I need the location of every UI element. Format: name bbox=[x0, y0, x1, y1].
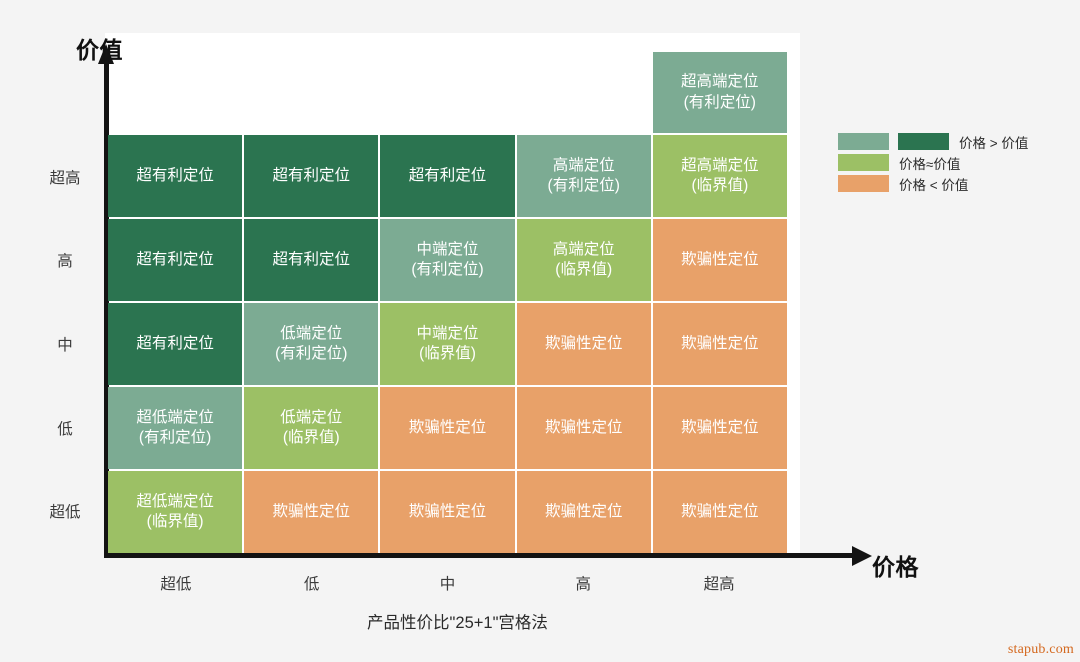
legend-label-0: 价格 > 价值 bbox=[959, 135, 1029, 151]
matrix-extra-cell[interactable]: 超高端定位 (有利定位) bbox=[652, 52, 787, 133]
cell-line-1: 欺骗性定位 bbox=[272, 502, 351, 520]
matrix-cell-r3-c3[interactable]: 欺骗性定位 bbox=[516, 387, 651, 469]
cell-line-1: 欺骗性定位 bbox=[681, 418, 759, 436]
matrix-cell-r0-c1[interactable]: 超有利定位 bbox=[244, 135, 379, 217]
matrix-cell-r2-c4[interactable]: 欺骗性定位 bbox=[652, 303, 787, 385]
cell-line-1: 超有利定位 bbox=[272, 250, 351, 268]
cell-line-1: 低端定位 bbox=[280, 324, 343, 342]
matrix-cell-r2-c1[interactable]: 低端定位 (有利定位) bbox=[244, 303, 379, 385]
matrix-cell-r3-c2[interactable]: 欺骗性定位 bbox=[380, 387, 515, 469]
price-tick-0: 超低 bbox=[160, 576, 192, 593]
matrix-cell-r4-c3[interactable]: 欺骗性定位 bbox=[516, 471, 651, 553]
cell-line-1: 欺骗性定位 bbox=[544, 418, 623, 436]
cell-line-1: 超高端定位 bbox=[680, 73, 759, 91]
cell-line-1: 超有利定位 bbox=[408, 166, 487, 184]
value-tick-3: 低 bbox=[57, 420, 73, 438]
matrix-cell-r1-c0[interactable]: 超有利定位 bbox=[108, 219, 243, 301]
cell-line-1: 低端定位 bbox=[280, 408, 343, 426]
value-tick-2: 中 bbox=[57, 337, 73, 354]
cell-line-2: (临界值) bbox=[282, 429, 340, 446]
legend-row-2: 价格 < 价值 bbox=[838, 174, 1068, 193]
value-tick-4: 超低 bbox=[49, 504, 81, 522]
value-axis-arrowhead bbox=[98, 44, 114, 64]
cell-line-2: (临界值) bbox=[691, 177, 749, 194]
matrix-cell-r2-c2[interactable]: 中端定位 (临界值) bbox=[380, 303, 515, 385]
matrix-cell-r0-c2[interactable]: 超有利定位 bbox=[380, 135, 515, 217]
cell-line-2: (有利定位) bbox=[547, 177, 620, 194]
watermark: stapub.com bbox=[1007, 642, 1074, 657]
cell-line-1: 超有利定位 bbox=[136, 250, 214, 268]
matrix-cell-r3-c1[interactable]: 低端定位 (临界值) bbox=[244, 387, 379, 469]
cell-line-1: 欺骗性定位 bbox=[681, 502, 759, 520]
price-axis-title: 价格 bbox=[872, 554, 919, 580]
cell-line-2: (有利定位) bbox=[138, 429, 212, 446]
cell-line-1: 欺骗性定位 bbox=[544, 502, 623, 520]
legend-row-1: 价格≈价值 bbox=[838, 153, 1068, 172]
cell-line-1: 高端定位 bbox=[552, 240, 615, 258]
cell-line-1: 超有利定位 bbox=[136, 166, 214, 184]
legend: 价格 > 价值价格≈价值价格 < 价值 bbox=[838, 132, 1068, 195]
price-tick-2: 中 bbox=[439, 576, 456, 593]
chart-caption: 产品性价比"25+1"宫格法 bbox=[367, 614, 548, 632]
matrix-cell-r3-c0[interactable]: 超低端定位 (有利定位) bbox=[108, 387, 243, 469]
price-tick-3: 高 bbox=[575, 576, 592, 593]
matrix-cell-r0-c0[interactable]: 超有利定位 bbox=[108, 135, 243, 217]
cell-line-1: 超低端定位 bbox=[136, 492, 214, 510]
cell-line-1: 超低端定位 bbox=[136, 408, 214, 426]
cell-line-2: (有利定位) bbox=[683, 93, 756, 111]
price-axis-line bbox=[104, 553, 856, 558]
cell-line-1: 高端定位 bbox=[552, 156, 615, 174]
legend-swatch-0-1 bbox=[898, 133, 949, 150]
price-tick-1: 低 bbox=[303, 576, 320, 593]
matrix-cell-r2-c0[interactable]: 超有利定位 bbox=[108, 303, 243, 385]
cell-line-2: (临界值) bbox=[146, 513, 204, 530]
legend-label-2: 价格 < 价值 bbox=[899, 177, 969, 193]
legend-row-0: 价格 > 价值 bbox=[838, 132, 1068, 151]
cell-line-2: (有利定位) bbox=[411, 261, 484, 278]
matrix-cell-r2-c3[interactable]: 欺骗性定位 bbox=[516, 303, 651, 385]
cell-line-1: 欺骗性定位 bbox=[681, 250, 759, 268]
legend-label-1: 价格≈价值 bbox=[899, 156, 961, 172]
matrix-cell-r1-c3[interactable]: 高端定位 (临界值) bbox=[516, 219, 651, 301]
matrix-cell-r1-c4[interactable]: 欺骗性定位 bbox=[652, 219, 787, 301]
matrix-cell-r4-c1[interactable]: 欺骗性定位 bbox=[244, 471, 379, 553]
price-tick-4: 超高 bbox=[703, 576, 735, 593]
matrix-cell-r4-c2[interactable]: 欺骗性定位 bbox=[380, 471, 515, 553]
cell-line-1: 超高端定位 bbox=[681, 156, 759, 174]
value-axis-line bbox=[104, 60, 109, 558]
cell-line-1: 中端定位 bbox=[416, 240, 479, 258]
cell-line-1: 超有利定位 bbox=[272, 166, 351, 184]
cell-line-1: 欺骗性定位 bbox=[544, 334, 623, 352]
price-axis-arrowhead bbox=[852, 545, 872, 566]
cell-line-1: 欺骗性定位 bbox=[408, 502, 487, 520]
value-tick-1: 高 bbox=[57, 253, 73, 271]
cell-line-1: 超有利定位 bbox=[136, 334, 214, 352]
cell-line-1: 欺骗性定位 bbox=[681, 334, 759, 352]
matrix-cell-r0-c3[interactable]: 高端定位 (有利定位) bbox=[516, 135, 651, 217]
matrix-cell-r4-c4[interactable]: 欺骗性定位 bbox=[652, 471, 787, 553]
matrix-cell-r1-c2[interactable]: 中端定位 (有利定位) bbox=[380, 219, 515, 301]
legend-swatch-1-0 bbox=[838, 154, 889, 171]
positioning-matrix: 超有利定位超有利定位超有利定位高端定位(有利定位)超高端定位(临界值)超有利定位… bbox=[108, 135, 787, 553]
matrix-cell-r0-c4[interactable]: 超高端定位 (临界值) bbox=[652, 135, 787, 217]
cell-line-1: 欺骗性定位 bbox=[408, 418, 487, 436]
cell-line-1: 中端定位 bbox=[416, 324, 479, 342]
value-tick-0: 超高 bbox=[49, 169, 81, 187]
matrix-cell-r3-c4[interactable]: 欺骗性定位 bbox=[652, 387, 787, 469]
legend-swatch-0-0 bbox=[838, 133, 889, 150]
cell-line-2: (有利定位) bbox=[275, 345, 348, 362]
legend-swatch-2-0 bbox=[838, 175, 889, 192]
cell-line-2: (临界值) bbox=[419, 345, 476, 362]
value-axis-title: 价值 bbox=[76, 37, 123, 63]
matrix-cell-r4-c0[interactable]: 超低端定位 (临界值) bbox=[108, 471, 243, 553]
cell-line-2: (临界值) bbox=[555, 261, 613, 278]
matrix-cell-r1-c1[interactable]: 超有利定位 bbox=[244, 219, 379, 301]
